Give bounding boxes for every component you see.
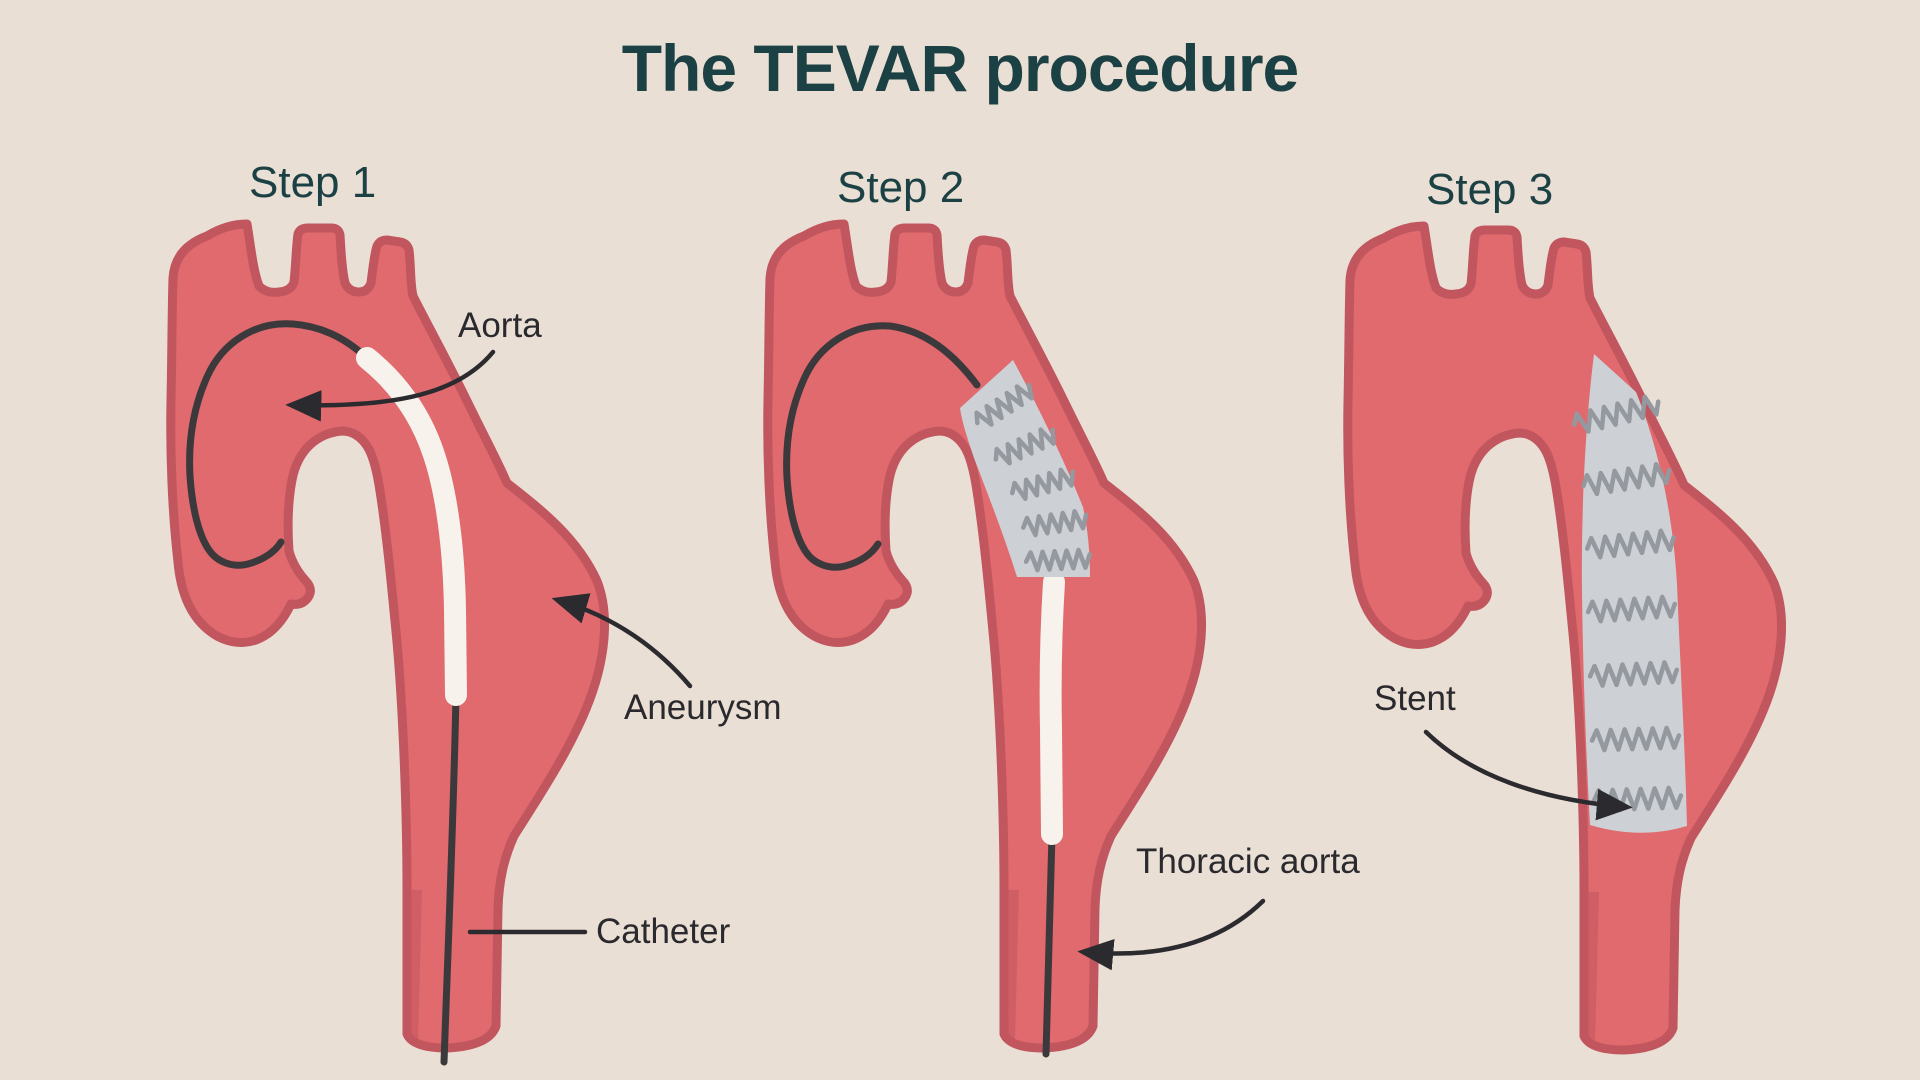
catheter-wire xyxy=(1042,830,1056,1058)
catheter-tube xyxy=(1039,571,1065,845)
stent-arrow xyxy=(1423,729,1633,821)
step-3-illustration xyxy=(1322,192,1842,1072)
guidewire xyxy=(783,322,981,571)
thoracic-aorta-arrow xyxy=(1077,898,1266,971)
aorta-label: Aorta xyxy=(458,306,542,345)
aneurysm-arrow xyxy=(551,593,693,689)
stent-graft-partial xyxy=(960,360,1090,577)
stent-graft-full xyxy=(1572,354,1687,833)
stent-label: Stent xyxy=(1374,679,1456,718)
step-2-illustration xyxy=(742,190,1262,1058)
step-1-label: Step 1 xyxy=(249,158,377,207)
catheter-wire xyxy=(440,691,460,1066)
catheter-tube xyxy=(356,347,467,706)
thoracic-aorta-label: Thoracic aorta xyxy=(1136,842,1360,881)
guidewire xyxy=(186,320,371,569)
step-1-illustration xyxy=(145,190,665,1066)
step-2-label: Step 2 xyxy=(837,163,965,212)
page-title: The TEVAR procedure xyxy=(621,31,1300,105)
aneurysm-label: Aneurysm xyxy=(624,688,782,727)
aorta-arrow xyxy=(285,349,496,422)
step-3-label: Step 3 xyxy=(1426,165,1554,214)
catheter-label: Catheter xyxy=(596,912,731,951)
